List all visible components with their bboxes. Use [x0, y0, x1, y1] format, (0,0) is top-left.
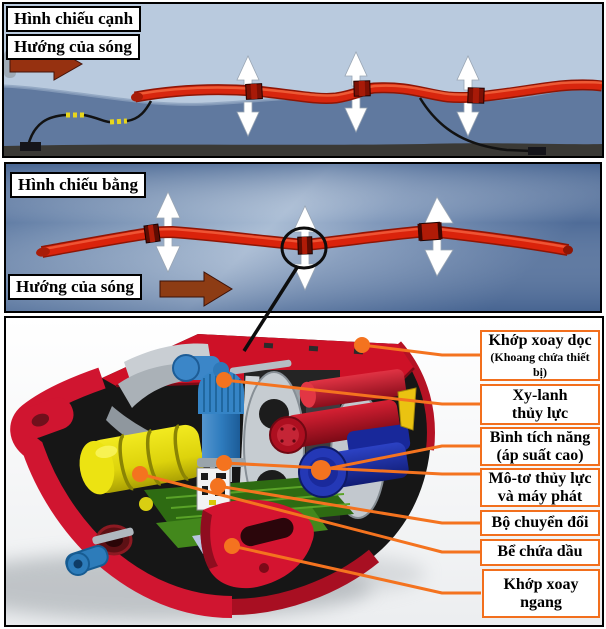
callout-label: Khớp xoay dọc	[488, 331, 592, 349]
top-view-panel: Hình chiếu bằng Hướng của sóng	[4, 162, 602, 313]
callout-accumulator: Bình tích năng (áp suất cao)	[480, 427, 600, 466]
callout-converter: Bộ chuyển đổi	[480, 510, 600, 536]
callout-leaders	[139, 343, 481, 595]
cutaway-scene	[6, 318, 602, 625]
callout-sublabel: (áp suất cao)	[496, 446, 584, 464]
wave-direction-text: Hướng của sóng	[16, 277, 134, 296]
tube-tail-top	[563, 245, 573, 255]
leader-horizontal-joint	[231, 544, 481, 595]
detail-cutaway-panel: Khớp xoay dọc (Khoang chứa thiết bị) Xy-…	[4, 316, 604, 627]
side-view-panel: Hình chiếu cạnh Hướng của sóng	[2, 2, 604, 158]
callout-label: Mô-tơ thủy lực	[488, 469, 592, 487]
tube-hinge-joints-side	[245, 80, 485, 104]
hull-flange	[18, 397, 74, 439]
top-view-wave-direction-label: Hướng của sóng	[8, 274, 142, 301]
anchor-left	[20, 142, 41, 151]
leader-hydraulic-cylinder	[223, 378, 481, 406]
leader-oil-tank	[139, 472, 481, 554]
dot-horizontal-joint	[224, 538, 240, 554]
side-view-scene	[4, 4, 602, 156]
anchor-right	[528, 147, 546, 155]
horizontal-pivot-clevis	[65, 524, 134, 576]
callout-label: Bể chứa dầu	[497, 543, 583, 561]
mooring-line-left	[26, 100, 153, 147]
callout-oil-tank: Bể chứa dầu	[480, 539, 600, 566]
dot-converter	[210, 478, 226, 494]
hull-red-rim-right	[394, 341, 435, 451]
hull-red-rim-bottom-right	[231, 549, 380, 615]
dot-longitudinal-joint	[354, 337, 370, 353]
callout-dots	[132, 337, 370, 554]
wave-direction-arrow-icon	[159, 271, 233, 307]
tube-nose	[131, 92, 143, 102]
side-view-wave-direction-label: Hướng của sóng	[6, 34, 140, 61]
callout-label: Bình tích năng	[489, 428, 591, 446]
red-cylinders	[269, 369, 406, 454]
tube-nose-top	[36, 247, 50, 257]
pelamis-tube-side-view	[131, 79, 602, 104]
callout-label: Xy-lanh	[512, 386, 568, 404]
dot-oil-tank	[132, 466, 148, 482]
callout-hydraulic-cylinder: Xy-lanh thủy lực	[480, 384, 600, 425]
leader-longitudinal-joint	[361, 343, 481, 357]
side-view-title-text: Hình chiếu cạnh	[14, 9, 134, 28]
callout-label: Bộ chuyển đổi	[491, 513, 589, 531]
oil-tank-yellow	[79, 424, 204, 495]
wave-direction-text: Hướng của sóng	[14, 37, 132, 56]
leader-converter	[217, 484, 481, 525]
callout-sublabel: và máy phát	[497, 487, 583, 505]
dot-hydraulic-cylinder	[216, 372, 232, 388]
pivot-saddle-red	[200, 499, 314, 589]
pelamis-tube-top-view	[36, 221, 573, 258]
callout-sublabel: thủy lực	[511, 404, 569, 422]
seabed	[4, 143, 602, 156]
top-view-title: Hình chiếu bằng	[10, 172, 146, 199]
leader-accumulator	[320, 444, 481, 472]
leader-motor-generator	[223, 461, 481, 476]
callout-motor-generator: Mô-tơ thủy lực và máy phát	[480, 468, 600, 507]
callout-label: Khớp xoay	[503, 575, 579, 593]
yellow-knob	[139, 497, 153, 511]
callout-sublabel: ngang	[520, 593, 562, 611]
top-view-title-text: Hình chiếu bằng	[18, 175, 138, 194]
callout-horizontal-joint: Khớp xoay ngang	[482, 569, 600, 618]
callout-longitudinal-joint: Khớp xoay dọc (Khoang chứa thiết bị)	[480, 330, 600, 381]
dot-motor-generator	[216, 455, 232, 471]
callout-sublabel: (Khoang chứa thiết bị)	[490, 350, 590, 379]
yellow-wedge	[397, 387, 417, 431]
dot-accumulator	[311, 460, 331, 480]
side-view-title: Hình chiếu cạnh	[6, 6, 142, 33]
mooring-line-right	[418, 97, 533, 153]
